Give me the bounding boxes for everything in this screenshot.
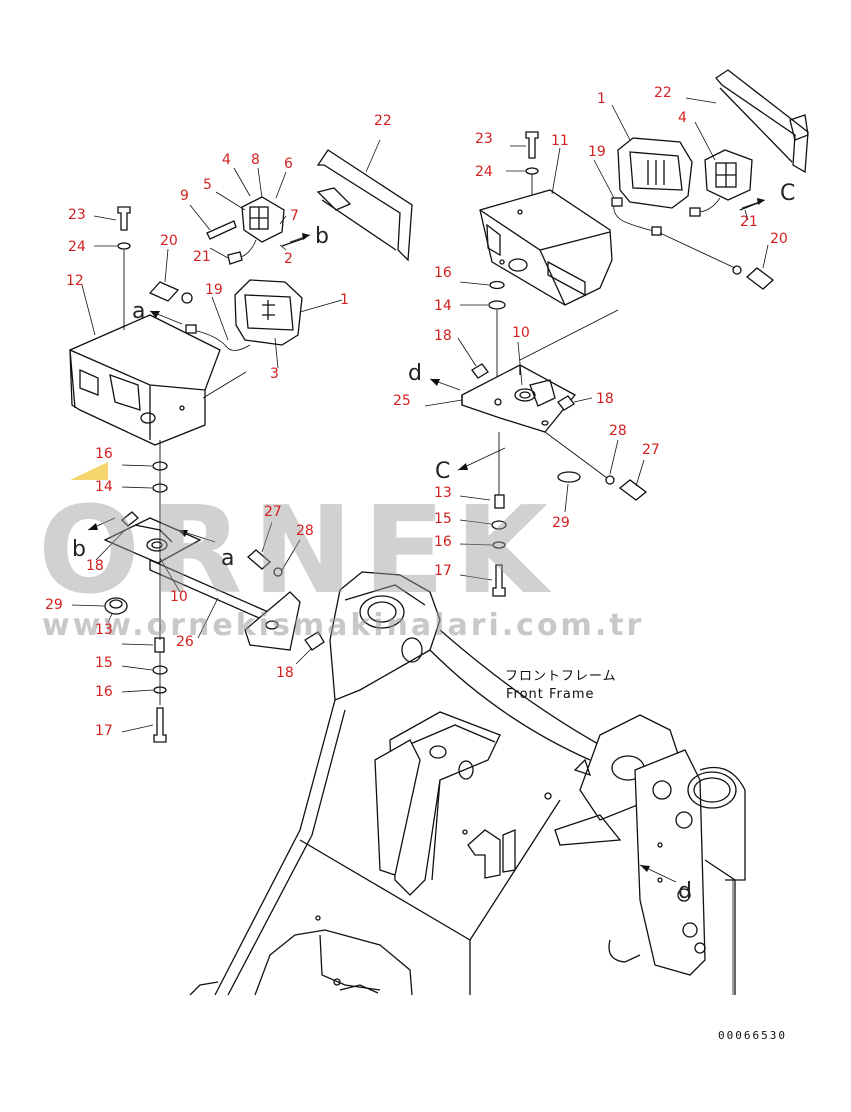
callout-24-right: 24 [475,164,493,180]
view-letter-a-bottom: a [221,546,234,571]
callout-27-right: 27 [642,442,660,458]
callout-19-left: 19 [205,282,223,298]
callout-15-right: 15 [434,511,452,527]
callout-12-left: 12 [66,273,84,289]
callout-1-right: 1 [597,91,606,107]
callout-10-right: 10 [512,325,530,341]
callout-20-left: 20 [160,233,178,249]
view-letter-c-top: C [780,181,795,206]
callout-23-right: 23 [475,131,493,147]
callout-26-left: 26 [176,634,194,650]
callout-28-left: 28 [296,523,314,539]
left-lamp-assembly [69,149,413,743]
callout-8-left: 8 [251,152,260,168]
view-letter-b-bottom: b [72,537,86,562]
right-lamp-assembly [429,69,809,597]
callout-4-left: 4 [222,152,231,168]
callout-14-right: 14 [434,298,452,314]
callout-27-left: 27 [264,504,282,520]
callout-11-right: 11 [551,133,569,149]
callout-18-left-b: 18 [276,665,294,681]
view-letter-b-top: b [315,224,329,249]
callout-15-left: 15 [95,655,113,671]
callout-29-left: 29 [45,597,63,613]
callout-5-left: 5 [203,177,212,193]
callout-3-left: 3 [270,366,279,382]
front-frame-drawing [189,571,746,996]
view-letter-d-top: d [408,361,422,386]
callout-18-left-a: 18 [86,558,104,574]
callout-13-right: 13 [434,485,452,501]
callout-7-left: 7 [290,208,299,224]
callout-21-right: 21 [740,214,758,230]
callout-29-right: 29 [552,515,570,531]
callout-19-right: 19 [588,144,606,160]
callout-17-right: 17 [434,563,452,579]
front-frame-label-en: Front Frame [506,687,595,702]
callout-23-left: 23 [68,207,86,223]
callout-2-left: 2 [284,251,293,267]
watermark: ORNEK www.ornekismakinalari.com.tr [38,462,644,643]
view-letter-a-top: a [132,299,145,324]
callout-25-right: 25 [393,393,411,409]
callout-28-right: 28 [609,423,627,439]
front-frame-label-jp: フロントフレーム [505,669,617,684]
watermark-brand: ORNEK [38,482,558,621]
watermark-url: www.ornekismakinalari.com.tr [42,608,644,643]
view-letter-d-bottom: d [678,879,692,904]
callout-4-right: 4 [678,110,687,126]
leader-lines [71,97,769,995]
callout-13-left: 13 [95,622,113,638]
callout-21-left: 21 [193,249,211,265]
callout-numbers: 22 4 8 6 5 9 7 21 2 23 24 20 12 19 1 3 1… [45,85,788,739]
callout-16-right-b: 16 [434,534,452,550]
callout-18-right-a: 18 [434,328,452,344]
callout-17-left: 17 [95,723,113,739]
callout-24-left: 24 [68,239,86,255]
view-letters: a a b b C C d d [72,181,795,904]
callout-16-left-b: 16 [95,684,113,700]
callout-22-right: 22 [654,85,672,101]
view-letter-c-bottom: C [435,459,450,484]
callout-9-left: 9 [180,188,189,204]
callout-20-right: 20 [770,231,788,247]
drawing-code: 00066530 [718,1029,787,1042]
callout-1-left: 1 [340,292,349,308]
callout-16-right-a: 16 [434,265,452,281]
callout-22-left: 22 [374,113,392,129]
callout-16-left-a: 16 [95,446,113,462]
callout-10-left: 10 [170,589,188,605]
callout-14-left: 14 [95,479,113,495]
callout-18-right-b: 18 [596,391,614,407]
callout-6-left: 6 [284,156,293,172]
